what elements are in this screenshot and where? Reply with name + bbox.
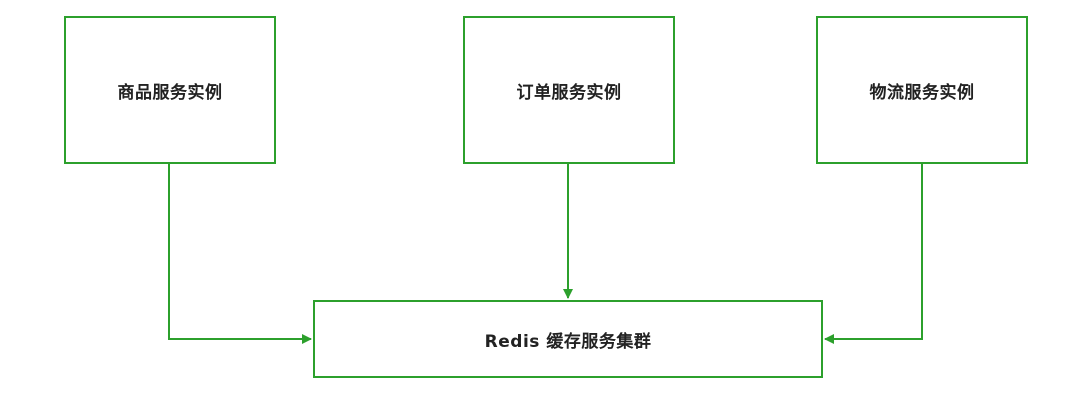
- edge-goods-to-redis: [168, 164, 312, 344]
- edge-logistics-to-redis: [824, 164, 923, 344]
- redis-cluster-label: Redis 缓存服务集群: [484, 331, 652, 352]
- logistics-service-label: 物流服务实例: [869, 82, 975, 103]
- logistics-service-node: 物流服务实例: [816, 16, 1028, 164]
- redis-cluster-node: Redis 缓存服务集群: [313, 300, 823, 378]
- goods-service-label: 商品服务实例: [117, 82, 223, 103]
- order-service-label: 订单服务实例: [516, 82, 622, 103]
- order-service-node: 订单服务实例: [463, 16, 675, 164]
- goods-service-node: 商品服务实例: [64, 16, 276, 164]
